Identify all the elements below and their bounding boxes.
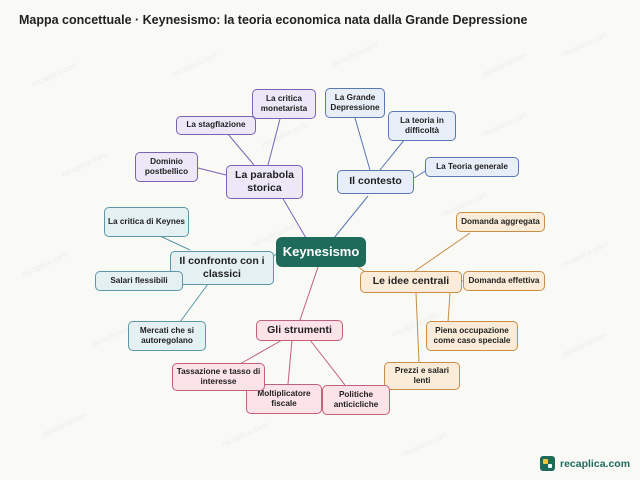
node-critica-keynes[interactable]: La critica di Keynes [104,207,189,237]
link-confronto-mercati [179,283,209,323]
link-strumenti-politiche [309,339,346,386]
branch-contesto[interactable]: Il contesto [337,170,414,194]
page-title: Mappa concettuale · Keynesismo: la teori… [19,13,528,27]
node-salari-flessibili[interactable]: Salari flessibili [95,271,183,291]
link-parabola-dominio-postbellico [197,167,227,176]
link-contesto-teoria-generale [413,169,428,179]
link-contesto-teoria-difficolta [379,138,406,171]
link-root-parabola [281,196,307,239]
node-piena-occupazione[interactable]: Piena occupazione come caso speciale [426,321,518,351]
branch-parabola-storica[interactable]: La parabola storica [226,165,303,199]
node-domanda-aggregata[interactable]: Domanda aggregata [456,212,545,232]
recaplica-logo-icon [540,456,555,471]
link-confronto-critica-keynes [159,235,191,251]
brand-name: recaplica.com [560,457,631,470]
brand-logo[interactable]: recaplica.com [540,456,630,471]
link-root-contesto [333,195,369,239]
link-strumenti-moltiplicatore [287,339,293,385]
branch-strumenti[interactable]: Gli strumenti [256,320,343,341]
node-mercati-autoregolano[interactable]: Mercati che si autoregolano [128,321,206,351]
root-node[interactable]: Keynesismo [276,237,366,267]
node-stagflazione[interactable]: La stagflazione [176,116,256,135]
node-dominio-postbellico[interactable]: Dominio postbellico [135,152,198,182]
link-strumenti-tassazione [239,339,283,365]
link-idee-domanda-aggregata [414,232,471,272]
node-prezzi-salari[interactable]: Prezzi e salari lenti [384,362,460,390]
link-parabola-critica-monetarista [267,118,281,166]
link-idee-piena-occupazione [447,292,451,323]
link-contesto-grande-depressione [354,117,371,171]
node-politiche-anticicliche[interactable]: Politiche anticicliche [322,385,390,415]
link-idee-prezzi-salari [415,292,420,363]
node-teoria-generale[interactable]: La Teoria generale [425,157,519,177]
branch-confronto-classici[interactable]: Il confronto con i classici [170,251,274,285]
node-domanda-effettiva[interactable]: Domanda effettiva [463,271,545,291]
node-critica-monetarista[interactable]: La critica monetarista [252,89,316,119]
node-tassazione-interesse[interactable]: Tassazione e tasso di interesse [172,363,265,391]
branch-idee-centrali[interactable]: Le idee centrali [360,271,462,293]
link-root-strumenti [299,266,319,321]
node-grande-depressione[interactable]: La Grande Depressione [325,88,385,118]
node-teoria-difficolta[interactable]: La teoria in difficoltà [388,111,456,141]
